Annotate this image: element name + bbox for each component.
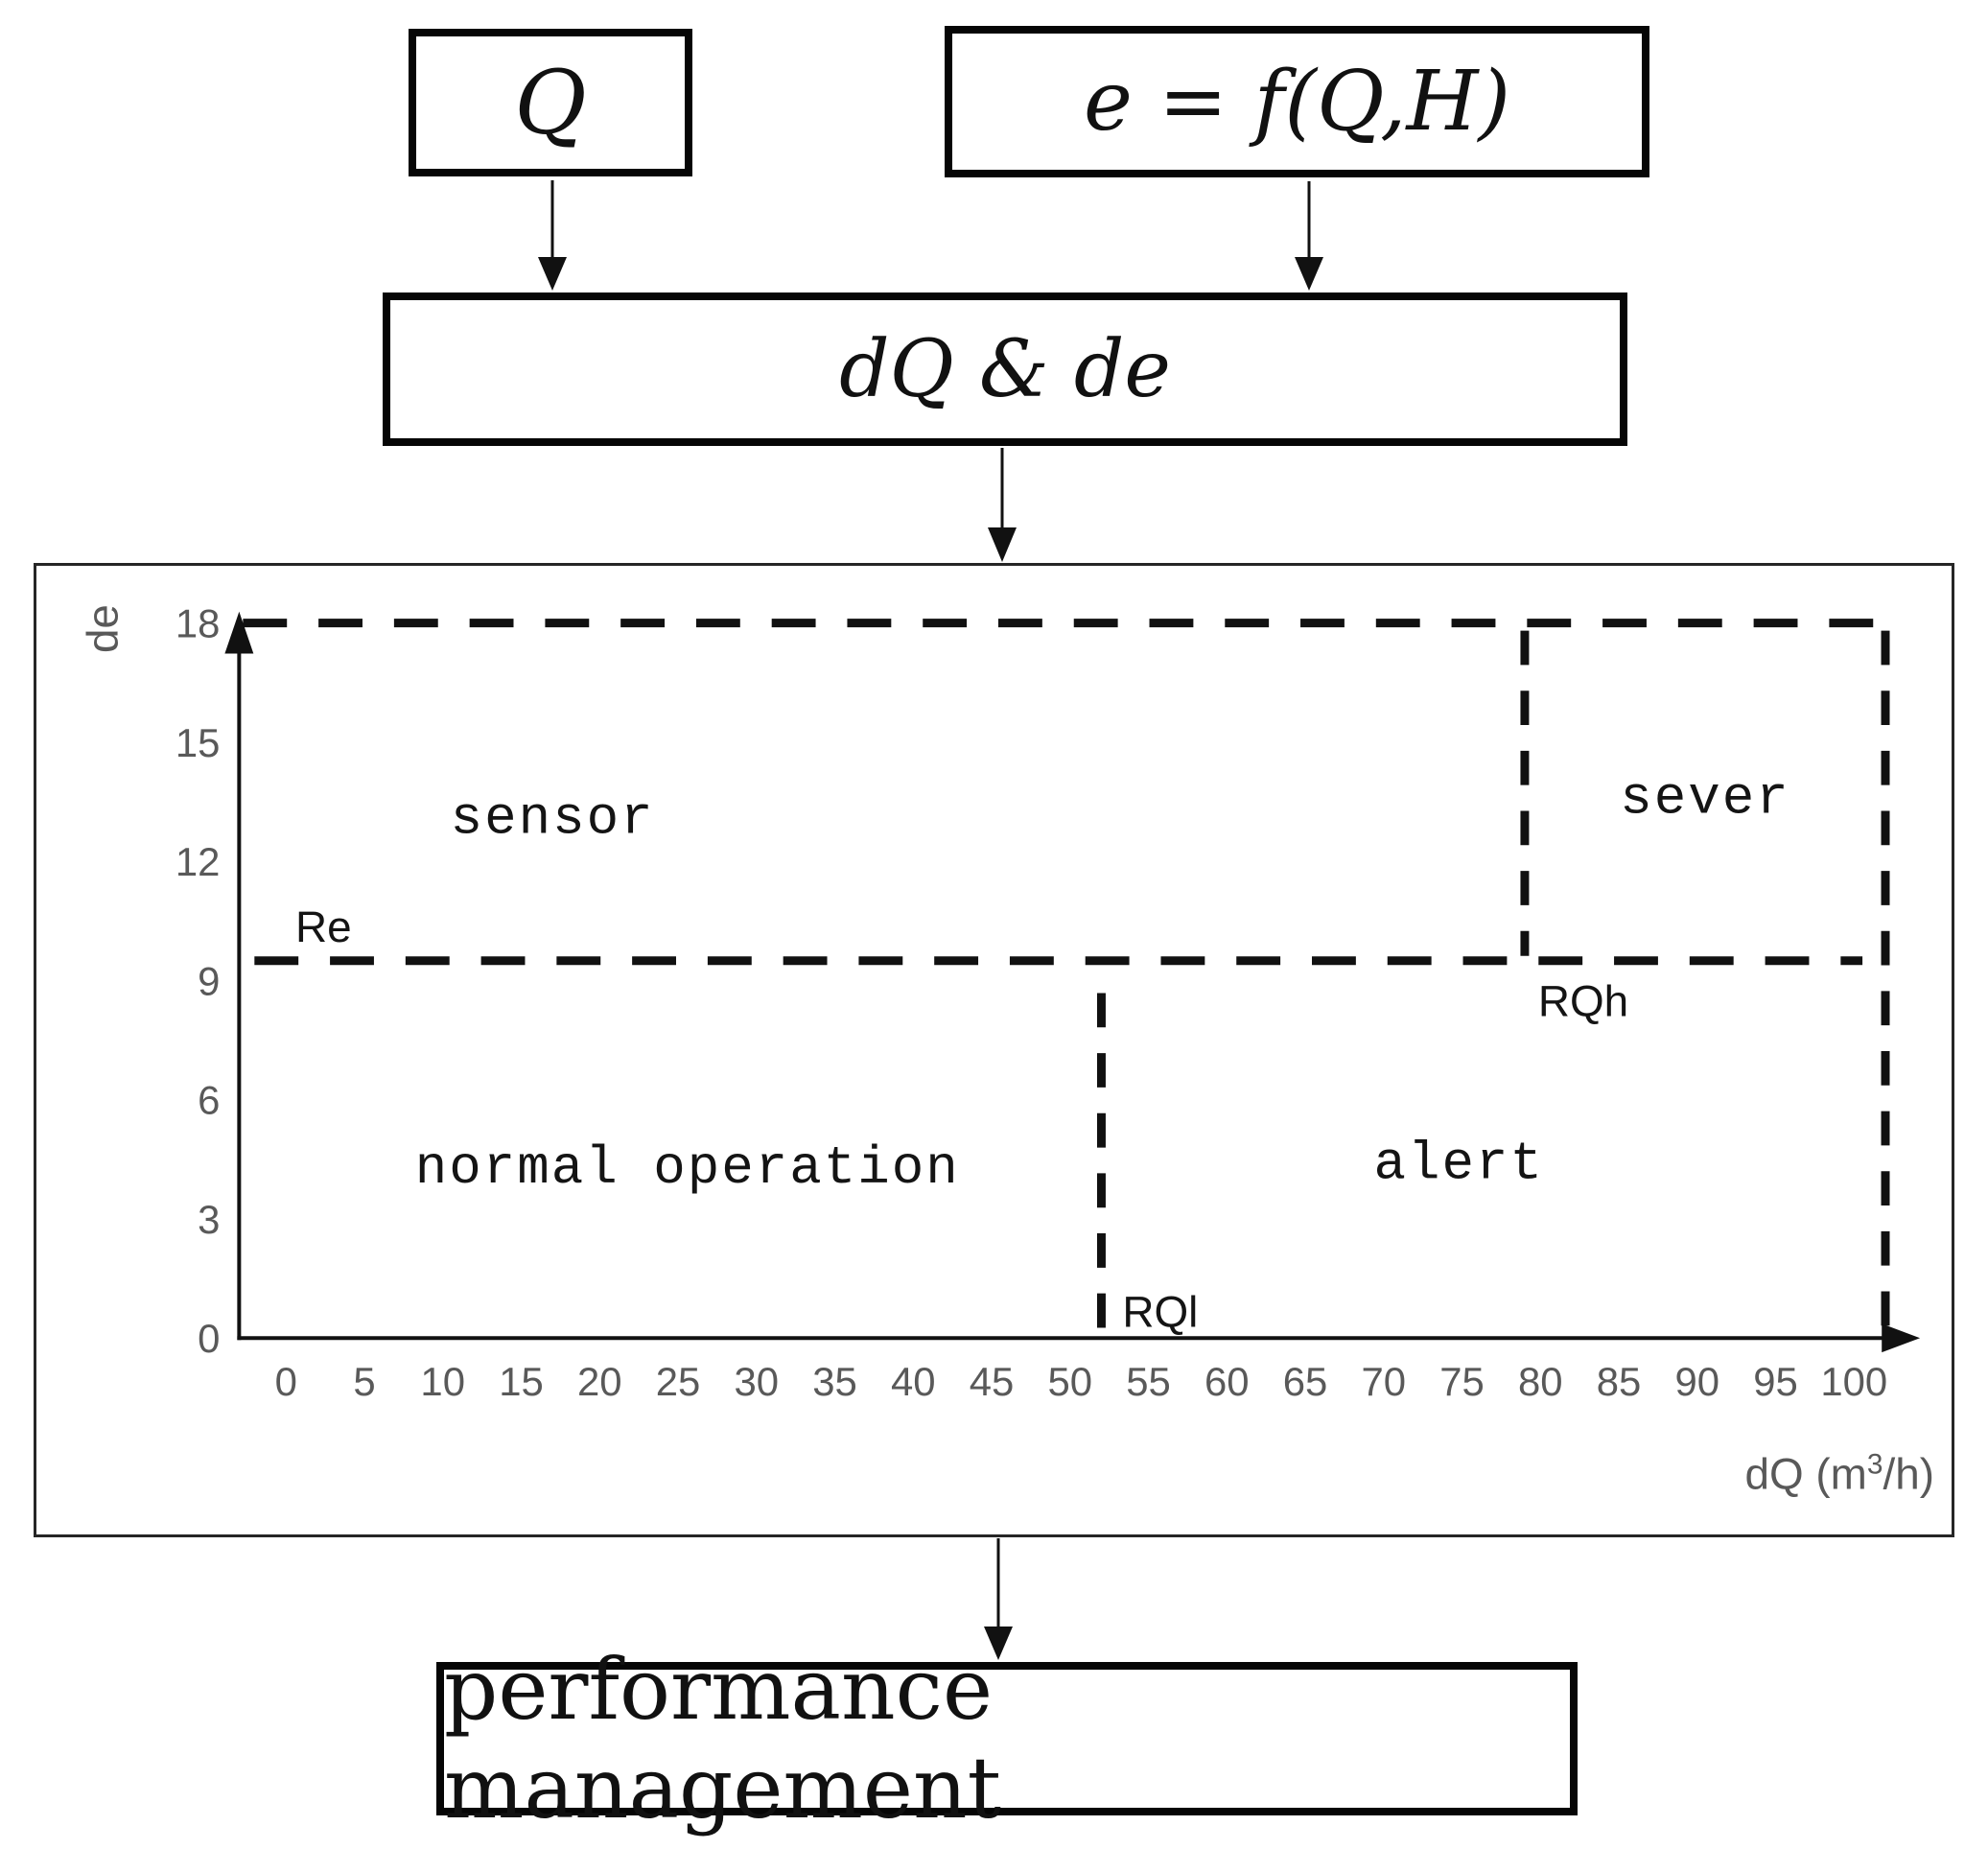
region-label-normal-operation: normal operation: [415, 1138, 960, 1199]
flow-box-dq-de-label: dQ & de: [839, 323, 1171, 415]
x-tick-label: 50: [1047, 1359, 1092, 1404]
x-tick-label: 25: [656, 1359, 701, 1404]
y-tick-label: 18: [175, 601, 221, 646]
x-tick-label: 30: [734, 1359, 779, 1404]
x-tick-label: 35: [812, 1359, 857, 1404]
x-axis-arrowhead: [1882, 1323, 1921, 1353]
x-tick-label: 15: [499, 1359, 544, 1404]
y-tick-label: 15: [175, 720, 221, 765]
flow-box-efqh: e = f(Q,H): [945, 26, 1649, 177]
y-axis-title: de: [79, 604, 128, 653]
arrow-q-to-dqde-head: [538, 257, 567, 291]
flow-box-efqh-label: e = f(Q,H): [1083, 54, 1511, 150]
y-tick-label: 12: [175, 839, 221, 884]
arrow-dqde-to-chart: [988, 448, 1017, 562]
x-tick-label: 100: [1820, 1359, 1887, 1404]
rql-label: RQl: [1122, 1287, 1198, 1336]
y-tick-label: 3: [198, 1197, 220, 1242]
y-axis-arrowhead: [224, 611, 254, 654]
y-tick-label: 0: [198, 1316, 220, 1361]
x-tick-label: 60: [1204, 1359, 1250, 1404]
x-tick-label: 20: [577, 1359, 622, 1404]
flow-box-q-label: Q: [514, 51, 587, 154]
arrow-e-to-dqde: [1295, 181, 1323, 291]
x-tick-label: 10: [420, 1359, 465, 1404]
x-tick-label: 55: [1126, 1359, 1171, 1404]
arrow-q-to-dqde: [538, 180, 567, 291]
y-tick-label: 9: [198, 958, 220, 1003]
x-tick-label: 40: [891, 1359, 936, 1404]
flow-box-dq-de: dQ & de: [383, 293, 1627, 446]
flow-box-performance-management-label: performance management: [444, 1640, 1002, 1837]
x-tick-label: 80: [1518, 1359, 1563, 1404]
x-tick-label: 90: [1675, 1359, 1720, 1404]
x-tick-label: 65: [1283, 1359, 1328, 1404]
x-tick-label: 70: [1361, 1359, 1406, 1404]
x-tick-label: 75: [1439, 1359, 1485, 1404]
x-tick-label: 95: [1753, 1359, 1798, 1404]
flow-box-performance-management: performance management: [436, 1640, 1578, 1837]
x-tick-label: 0: [275, 1359, 297, 1404]
arrow-dqde-to-chart-head: [988, 527, 1017, 562]
rqh-label: RQh: [1538, 976, 1628, 1025]
x-tick-label: 5: [353, 1359, 375, 1404]
region-label-sever: sever: [1620, 769, 1789, 830]
x-tick-label: 45: [970, 1359, 1015, 1404]
x-tick-label: 85: [1597, 1359, 1642, 1404]
arrow-e-to-dqde-head: [1295, 257, 1323, 291]
x-axis-title: dQ (m3/h): [1745, 1448, 1935, 1498]
region-label-sensor: sensor: [451, 788, 655, 849]
y-tick-label: 6: [198, 1078, 220, 1123]
region-label-alert: alert: [1374, 1135, 1544, 1195]
re-label: Re: [295, 902, 352, 951]
flow-box-q: Q: [409, 29, 692, 176]
